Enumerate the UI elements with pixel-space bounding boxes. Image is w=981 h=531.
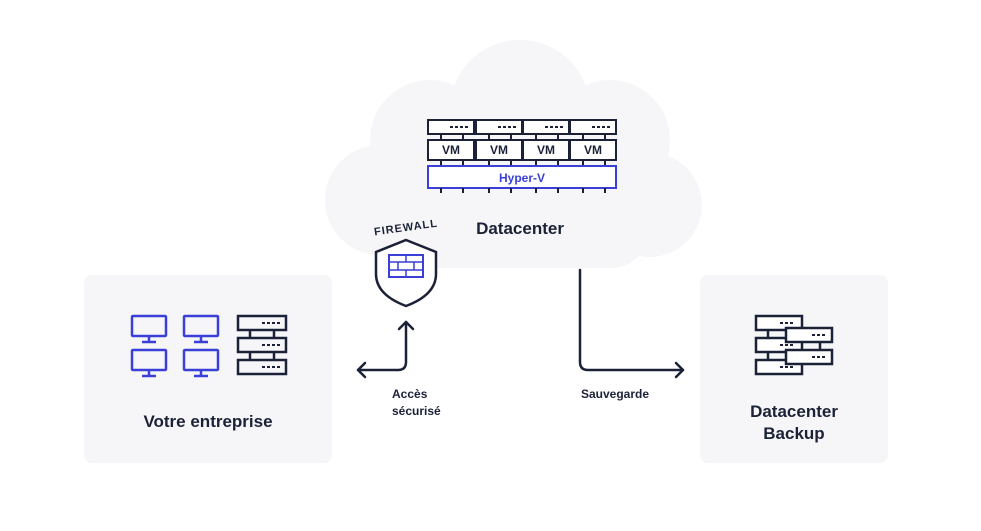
secure-access-label-line2: sécurisé bbox=[392, 404, 441, 418]
vm-label: VM bbox=[537, 143, 555, 157]
enterprise-label: Votre entreprise bbox=[143, 412, 273, 431]
datacenter-label: Datacenter bbox=[476, 219, 564, 238]
vm-label: VM bbox=[490, 143, 508, 157]
hypervisor-label: Hyper-V bbox=[498, 171, 545, 185]
backup-link-label: Sauvegarde bbox=[581, 387, 650, 401]
vm-label: VM bbox=[442, 143, 460, 157]
secure-access-label-line1: Accès bbox=[392, 387, 428, 401]
backup-label-line1: Datacenter bbox=[750, 402, 838, 421]
backup-label-line2: Backup bbox=[763, 424, 825, 443]
vm-label: VM bbox=[584, 143, 602, 157]
